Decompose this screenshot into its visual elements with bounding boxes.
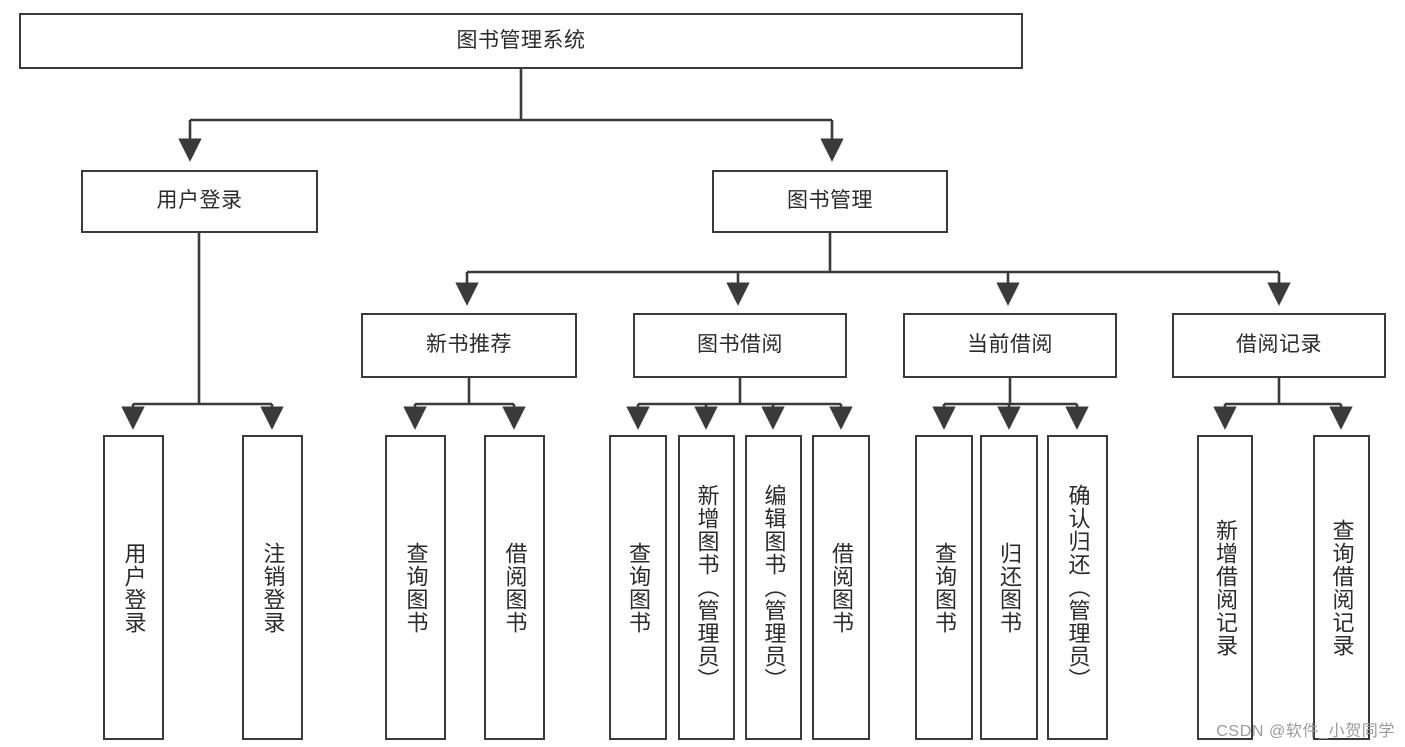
leaf-book-borrow-edit[interactable]: 编辑图书（管理员） (745, 435, 802, 740)
leaf-new-book-borrow[interactable]: 借阅图书 (484, 435, 545, 740)
node-new-book-recommend[interactable]: 新书推荐 (361, 313, 577, 378)
node-borrow-record[interactable]: 借阅记录 (1172, 313, 1386, 378)
leaf-user-login-login[interactable]: 用户登录 (103, 435, 164, 740)
leaf-new-book-query[interactable]: 查询图书 (385, 435, 446, 740)
node-user-login[interactable]: 用户登录 (81, 170, 318, 233)
leaf-current-borrow-confirm-return[interactable]: 确认归还（管理员） (1047, 435, 1108, 740)
leaf-current-borrow-query[interactable]: 查询图书 (915, 435, 973, 740)
leaf-borrow-record-query[interactable]: 查询借阅记录 (1313, 435, 1370, 740)
leaf-book-borrow-borrow[interactable]: 借阅图书 (812, 435, 870, 740)
leaf-book-borrow-query[interactable]: 查询图书 (609, 435, 667, 740)
node-current-borrow[interactable]: 当前借阅 (903, 313, 1117, 378)
leaf-borrow-record-add[interactable]: 新增借阅记录 (1197, 435, 1253, 740)
leaf-user-login-logout[interactable]: 注销登录 (242, 435, 303, 740)
watermark-credit: CSDN @软件_小贺同学 (1216, 723, 1395, 740)
node-book-manage[interactable]: 图书管理 (712, 170, 948, 233)
node-root-system[interactable]: 图书管理系统 (19, 13, 1023, 69)
leaf-book-borrow-add[interactable]: 新增图书（管理员） (678, 435, 735, 740)
node-book-borrow[interactable]: 图书借阅 (633, 313, 847, 378)
leaf-current-borrow-return[interactable]: 归还图书 (980, 435, 1038, 740)
